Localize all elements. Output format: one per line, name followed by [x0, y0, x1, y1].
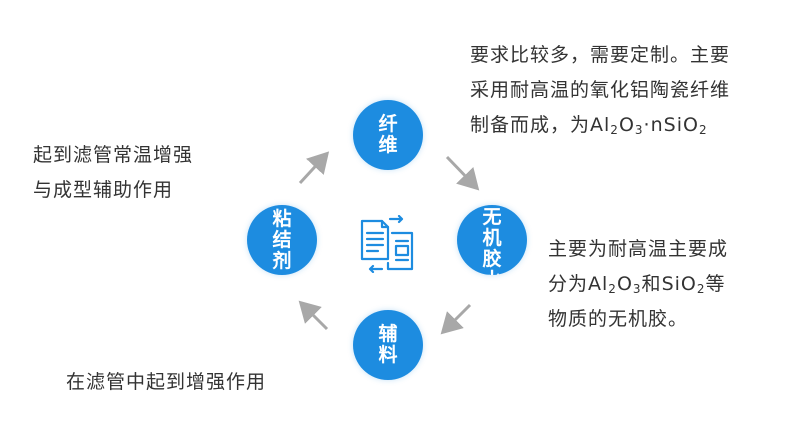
rubber-desc-text: 分为 — [548, 273, 589, 295]
fiber-desc-prefix: 制备而成，为 — [470, 114, 591, 136]
node-binder-char: 剂 — [272, 249, 292, 272]
binder-desc-line: 起到滤管常温增强 — [33, 144, 194, 166]
node-inorganic-glue-char: 水 — [482, 270, 501, 276]
formula-subscript: 3 — [632, 282, 642, 296]
document-transfer-icon — [360, 215, 414, 273]
formula-sio2: SiO2 — [662, 273, 706, 295]
node-inorganic-glue-char: 机 — [482, 227, 502, 249]
formula-subscript: 2 — [696, 282, 706, 296]
arrow-binder-to-fiber-icon — [298, 151, 330, 185]
formula-subscript: 3 — [634, 123, 644, 137]
node-fiber-char: 维 — [378, 134, 398, 156]
arrow-fiber-to-rubber-icon — [445, 155, 480, 191]
node-fiber: 纤 维 — [353, 100, 423, 170]
formula-part: O — [616, 273, 633, 295]
node-binder-char: 结 — [272, 228, 292, 251]
arrow-aux-to-binder-icon — [298, 300, 329, 331]
formula-part: Al — [590, 114, 611, 136]
node-fiber-char: 纤 — [378, 113, 398, 135]
formula-subscript: 2 — [610, 123, 619, 137]
rubber-desc-text: 和 — [641, 273, 662, 295]
node-auxiliary: 辅 料 — [353, 310, 423, 380]
node-inorganic-glue: 无 机 胶 水 — [457, 205, 527, 275]
formula-part: Al — [588, 273, 609, 295]
node-binder-char: 粘 — [272, 207, 292, 230]
fiber-formula: Al2O3·nSiO2 — [590, 114, 708, 136]
auxiliary-description: 在滤管中起到增强作用 — [66, 365, 266, 400]
rubber-desc-line: 主要为耐高温主要成 — [548, 238, 729, 260]
rubber-desc-line: 分为Al2O3和SiO2等 — [548, 267, 728, 302]
node-inorganic-glue-char: 无 — [482, 206, 502, 228]
formula-subscript: 2 — [698, 123, 708, 137]
fiber-description: 要求比较多，需要定制。主要 采用耐高温的氧化铝陶瓷纤维 制备而成，为Al2O3·… — [470, 38, 730, 143]
formula-part: SiO — [661, 273, 697, 295]
fiber-desc-line: 制备而成，为Al2O3·nSiO2 — [470, 108, 730, 143]
formula-al2o3: Al2O3 — [588, 273, 642, 295]
binder-desc-line: 与成型辅助作用 — [33, 179, 174, 201]
node-inorganic-glue-char: 胶 — [482, 248, 502, 270]
fiber-desc-line: 采用耐高温的氧化铝陶瓷纤维 — [470, 79, 731, 101]
fiber-desc-line: 要求比较多，需要定制。主要 — [470, 44, 731, 66]
formula-part: O — [618, 114, 635, 136]
node-binder: 粘 结 剂 — [247, 205, 317, 275]
rubber-desc-text: 等 — [705, 273, 726, 295]
binder-description: 起到滤管常温增强 与成型辅助作用 — [33, 138, 193, 208]
formula-part: ·nSiO — [643, 114, 699, 136]
node-auxiliary-char: 料 — [378, 344, 398, 366]
formula-subscript: 2 — [608, 282, 617, 296]
arrow-rubber-to-aux-icon — [440, 303, 472, 335]
rubber-desc-line: 物质的无机胶。 — [548, 308, 689, 330]
node-auxiliary-char: 辅 — [378, 323, 398, 345]
inorganic-glue-description: 主要为耐高温主要成 分为Al2O3和SiO2等 物质的无机胶。 — [548, 232, 728, 337]
aux-desc-line: 在滤管中起到增强作用 — [66, 371, 267, 393]
